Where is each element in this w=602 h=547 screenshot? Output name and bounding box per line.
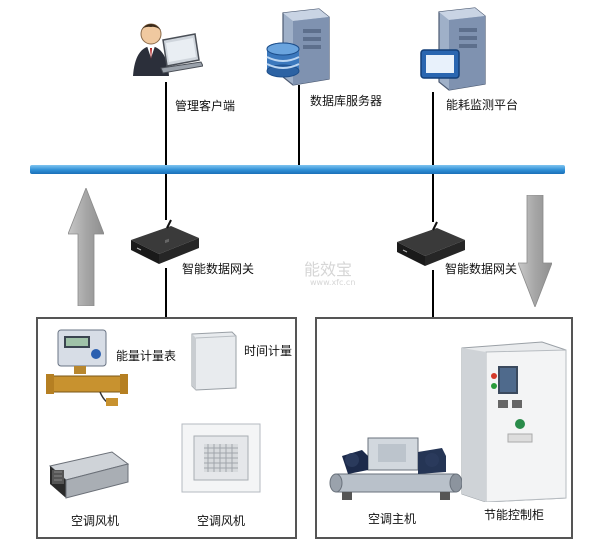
energy-platform-label: 能耗监测平台 bbox=[446, 98, 519, 112]
right-gateway-downlink bbox=[432, 270, 434, 318]
mgmt-connector bbox=[165, 82, 167, 167]
fan-coil-label-1: 空调风机 bbox=[71, 514, 120, 528]
right-gateway-device-icon bbox=[397, 221, 465, 266]
download-arrow-icon bbox=[518, 195, 552, 307]
time-meter-label: 时间计量 bbox=[244, 344, 293, 358]
left-gateway-device-icon bbox=[131, 219, 199, 264]
database-server-label: 数据库服务器 bbox=[310, 94, 383, 108]
left-gateway-uplink bbox=[165, 174, 167, 220]
database-server-icon bbox=[266, 8, 330, 86]
right-gateway-uplink bbox=[432, 174, 434, 222]
control-cabinet-label: 节能控制柜 bbox=[484, 508, 545, 522]
watermark-url: www.xfc.cn bbox=[310, 278, 356, 287]
db-connector bbox=[298, 85, 300, 167]
platform-connector bbox=[432, 92, 434, 167]
mgmt-client-label: 管理客户端 bbox=[175, 99, 236, 113]
left-gateway-label: 智能数据网关 bbox=[182, 262, 255, 276]
control-cabinet-icon bbox=[461, 341, 567, 502]
network-bus bbox=[30, 165, 565, 174]
left-gateway-downlink bbox=[165, 268, 167, 318]
cassette-ac-icon bbox=[181, 423, 261, 493]
chiller-label: 空调主机 bbox=[368, 512, 417, 526]
upload-arrow-icon bbox=[68, 188, 104, 306]
fan-coil-unit-icon bbox=[48, 451, 130, 499]
energy-meter-icon bbox=[46, 329, 128, 406]
fan-coil-label-2: 空调风机 bbox=[197, 514, 246, 528]
chiller-unit-icon bbox=[329, 437, 462, 500]
energy-meter-label: 能量计量表 bbox=[116, 349, 177, 363]
admin-computer-icon bbox=[133, 23, 203, 76]
time-meter-icon bbox=[191, 331, 237, 391]
right-gateway-label: 智能数据网关 bbox=[445, 262, 518, 276]
monitoring-server-icon bbox=[420, 7, 486, 91]
watermark-logo: 能效宝 bbox=[304, 260, 353, 279]
